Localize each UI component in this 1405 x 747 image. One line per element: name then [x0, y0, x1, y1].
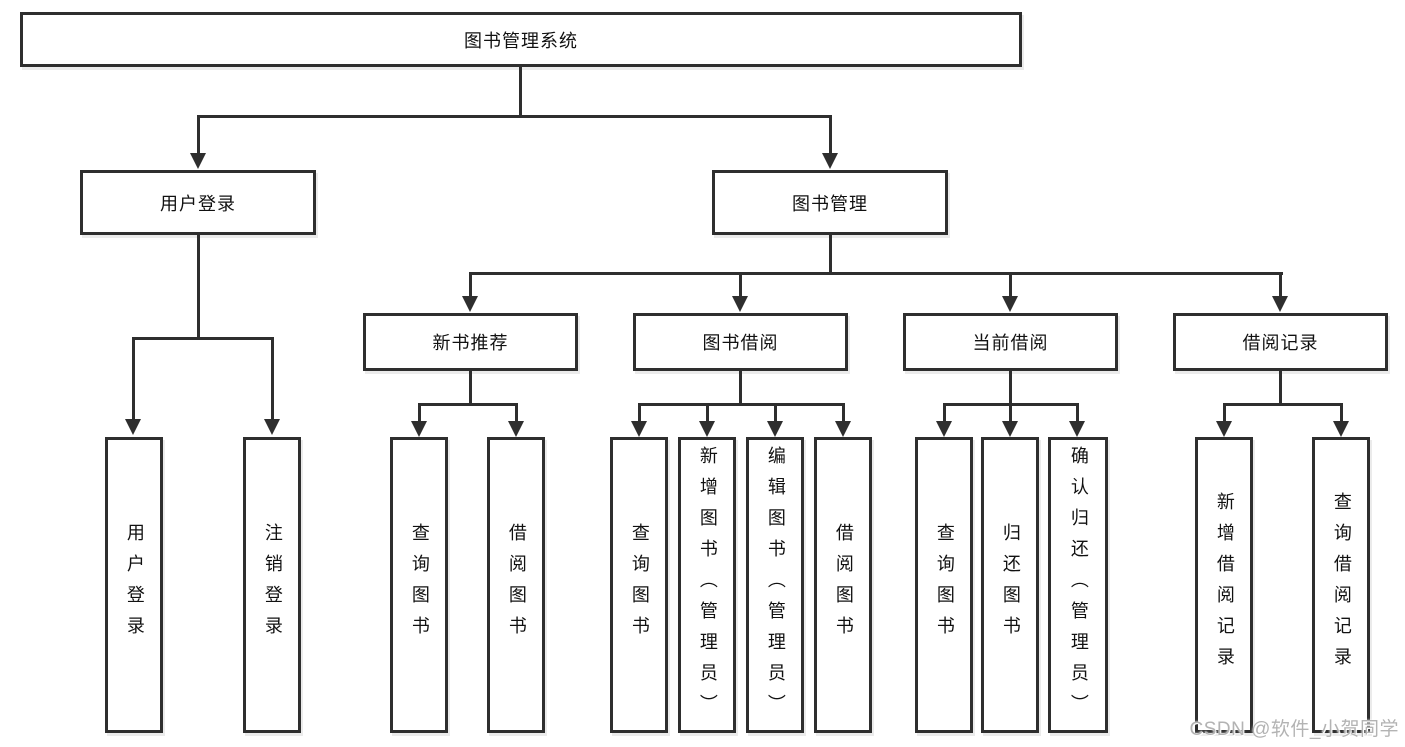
connector-line	[739, 371, 742, 406]
connector-line	[1279, 272, 1282, 296]
connector-line	[706, 403, 709, 421]
leaf-add-borrow-record: 新增借阅记录	[1195, 437, 1253, 733]
node-label: 用户登录	[160, 193, 236, 214]
node-label: 查询图书	[934, 523, 955, 647]
node-book-borrow: 图书借阅	[633, 313, 848, 371]
leaf-borrow-books: 借阅图书	[814, 437, 872, 733]
connector-line	[829, 115, 832, 155]
leaf-confirm-return-admin: 确认归还（管理员）	[1048, 437, 1108, 733]
connector-line	[132, 337, 274, 340]
connector-line	[197, 235, 200, 340]
arrow-down-icon	[767, 421, 783, 437]
connector-line	[197, 115, 200, 155]
node-label: 图书借阅	[702, 333, 779, 353]
node-label: 借阅图书	[506, 523, 527, 647]
arrow-down-icon	[1002, 421, 1018, 437]
connector-line	[1009, 403, 1012, 421]
leaf-return-books: 归还图书	[981, 437, 1039, 733]
arrow-down-icon	[1272, 296, 1288, 312]
arrow-down-icon	[835, 421, 851, 437]
arrow-down-icon	[631, 421, 647, 437]
node-label: 编辑图书（管理员）	[765, 445, 786, 725]
connector-line	[774, 403, 777, 421]
leaf-logout: 注销登录	[243, 437, 301, 733]
node-book-management: 图书管理	[712, 170, 948, 235]
node-label: 归还图书	[1000, 523, 1021, 647]
connector-line	[1076, 403, 1079, 421]
connector-line	[829, 235, 832, 275]
csdn-watermark: CSDN @软件_小贺同学	[1189, 719, 1399, 740]
connector-line	[271, 337, 274, 419]
arrow-down-icon	[1002, 296, 1018, 312]
leaf-query-books: 查询图书	[390, 437, 448, 733]
connector-line	[638, 403, 845, 406]
connector-line	[842, 403, 845, 421]
leaf-user-login: 用户登录	[105, 437, 163, 733]
connector-line	[1223, 403, 1343, 406]
connector-line	[469, 272, 1283, 275]
node-new-book-recommend: 新书推荐	[363, 313, 578, 371]
connector-line	[469, 371, 472, 406]
node-root-library-system: 图书管理系统	[20, 12, 1022, 67]
arrow-down-icon	[732, 296, 748, 312]
connector-line	[638, 403, 641, 421]
connector-line	[739, 272, 742, 296]
node-current-borrow: 当前借阅	[903, 313, 1118, 371]
connector-line	[469, 272, 472, 296]
arrow-down-icon	[508, 421, 524, 437]
leaf-add-books-admin: 新增图书（管理员）	[678, 437, 736, 733]
node-label: 新增借阅记录	[1214, 492, 1235, 678]
arrow-down-icon	[822, 153, 838, 169]
connector-line	[132, 337, 135, 419]
arrow-down-icon	[1216, 421, 1232, 437]
arrow-down-icon	[190, 153, 206, 169]
node-label: 图书管理系统	[464, 30, 578, 51]
arrow-down-icon	[264, 419, 280, 435]
node-label: 注销登录	[262, 523, 283, 647]
arrow-down-icon	[125, 419, 141, 435]
connector-line	[1223, 403, 1226, 421]
arrow-down-icon	[699, 421, 715, 437]
node-label: 新增图书（管理员）	[697, 445, 718, 725]
node-label: 图书管理	[792, 193, 868, 214]
connector-line	[197, 115, 832, 118]
node-label: 当前借阅	[972, 333, 1049, 353]
connector-line	[1340, 403, 1343, 421]
connector-line	[418, 403, 518, 406]
node-user-login: 用户登录	[80, 170, 316, 235]
leaf-borrow-books: 借阅图书	[487, 437, 545, 733]
node-label: 查询图书	[409, 523, 430, 647]
connector-line	[1009, 371, 1012, 406]
arrow-down-icon	[411, 421, 427, 437]
node-label: 查询图书	[629, 523, 650, 647]
node-borrow-records: 借阅记录	[1173, 313, 1388, 371]
node-label: 借阅记录	[1242, 333, 1319, 353]
connector-line	[515, 403, 518, 421]
leaf-query-borrow-record: 查询借阅记录	[1312, 437, 1370, 733]
arrow-down-icon	[1069, 421, 1085, 437]
node-label: 确认归还（管理员）	[1068, 445, 1089, 725]
leaf-query-books: 查询图书	[915, 437, 973, 733]
connector-line	[519, 67, 522, 118]
connector-line	[418, 403, 421, 421]
leaf-query-books: 查询图书	[610, 437, 668, 733]
arrow-down-icon	[462, 296, 478, 312]
leaf-edit-books-admin: 编辑图书（管理员）	[746, 437, 804, 733]
arrow-down-icon	[1333, 421, 1349, 437]
node-label: 查询借阅记录	[1331, 492, 1352, 678]
node-label: 借阅图书	[833, 523, 854, 647]
arrow-down-icon	[936, 421, 952, 437]
connector-line	[943, 403, 946, 421]
node-label: 用户登录	[124, 523, 145, 647]
connector-line	[1009, 272, 1012, 296]
connector-line	[1279, 371, 1282, 406]
node-label: 新书推荐	[432, 333, 509, 353]
